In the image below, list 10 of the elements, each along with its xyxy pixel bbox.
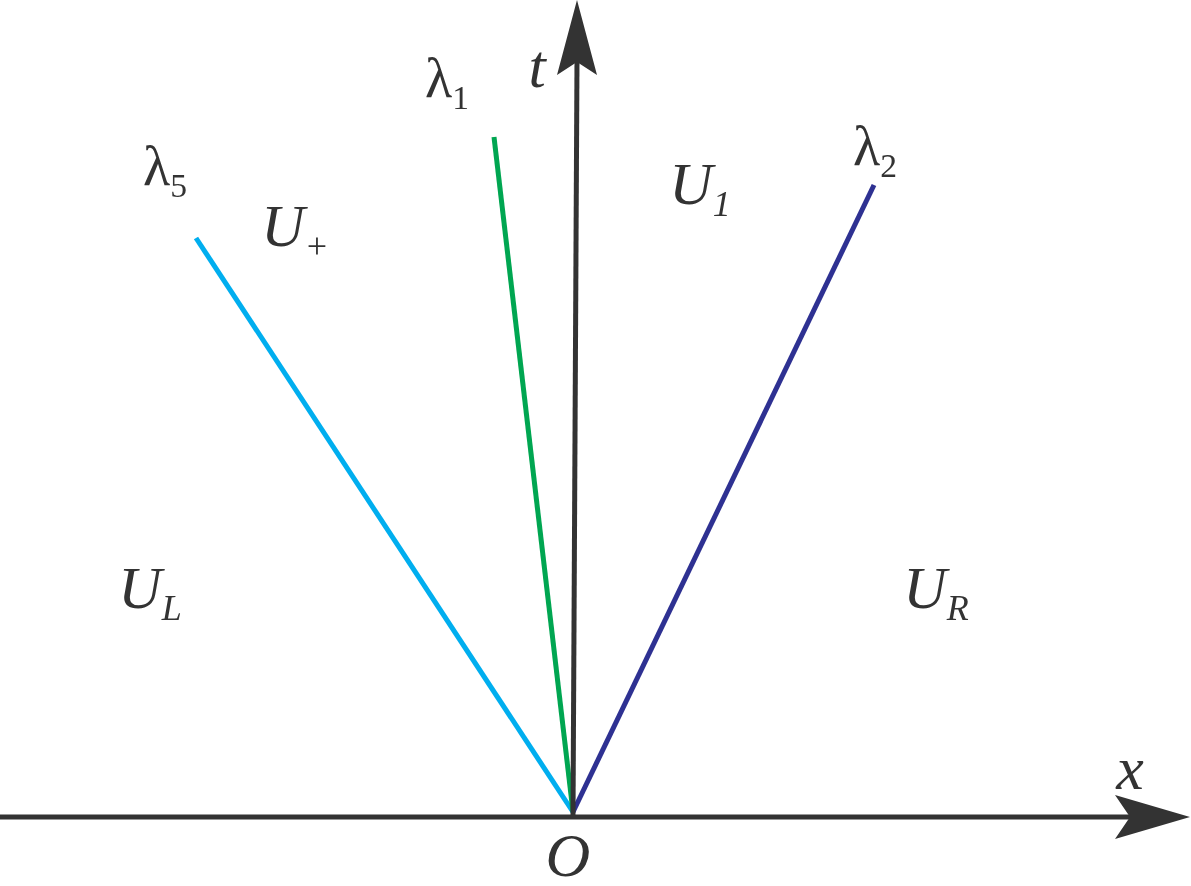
wave-label: λ$_{5}$ xyxy=(143,137,187,203)
wave-label: λ$_{1}$ xyxy=(425,49,469,115)
state-label: U$_{+}$ xyxy=(261,195,329,265)
origin-label: O xyxy=(545,824,591,886)
state-label: U$_{1}$ xyxy=(669,153,731,223)
axis-label: t xyxy=(528,35,546,97)
axis-label: x xyxy=(1116,737,1144,799)
wave-label: λ$_{2}$ xyxy=(853,117,897,183)
state-label: U$_{R}$ xyxy=(903,557,969,627)
state-label: U$_{L}$ xyxy=(118,557,182,627)
